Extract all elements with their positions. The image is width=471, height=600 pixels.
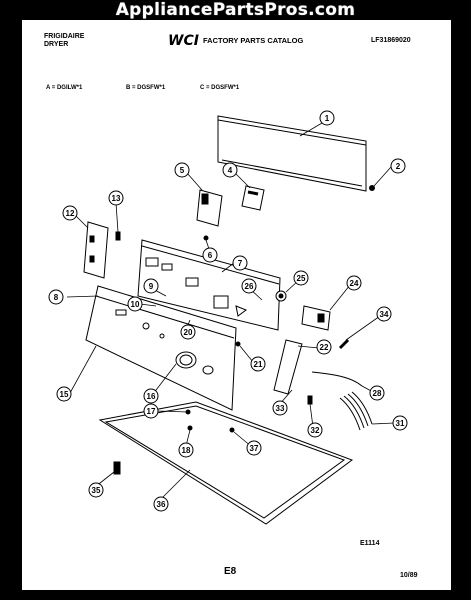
callout-circle-20 xyxy=(180,324,196,340)
revision-date: 10/89 xyxy=(400,572,418,579)
callout-label-20: 20 xyxy=(184,328,193,337)
catalog-number: LF31869020 xyxy=(371,37,411,44)
brand-line-1: FRIGIDAIRE xyxy=(44,33,85,40)
left-bracket-part xyxy=(83,221,109,279)
callout-circle-32 xyxy=(307,422,323,438)
callout-circle-9 xyxy=(143,278,159,294)
callout-circle-12 xyxy=(62,205,78,221)
callout-circle-26 xyxy=(241,278,257,294)
callout-circle-35 xyxy=(88,482,104,498)
callout-label-21: 21 xyxy=(254,360,263,369)
brand-line-2: DRYER xyxy=(44,41,69,48)
ribbon-harness-part xyxy=(339,391,373,431)
callout-label-24: 24 xyxy=(350,279,359,288)
callout-label-34: 34 xyxy=(380,310,389,319)
clip-34-part xyxy=(338,338,350,350)
right-bracket-part xyxy=(273,339,303,395)
module-part xyxy=(301,305,331,331)
callout-circle-34 xyxy=(376,306,392,322)
model-c: C = DGSFW*1 xyxy=(200,85,240,91)
callout-label-8: 8 xyxy=(54,293,59,302)
callout-circle-37 xyxy=(246,440,262,456)
callout-label-32: 32 xyxy=(311,426,320,435)
callout-circle-28 xyxy=(369,385,385,401)
callout-circle-10 xyxy=(127,296,143,312)
callout-label-2: 2 xyxy=(396,162,401,171)
callout-label-10: 10 xyxy=(131,300,140,309)
figure-code: E1114 xyxy=(360,540,380,547)
callout-label-16: 16 xyxy=(147,392,156,401)
callout-label-15: 15 xyxy=(60,390,69,399)
callout-circle-5 xyxy=(174,162,190,178)
catalog-title: FACTORY PARTS CATALOG xyxy=(203,36,304,45)
screw-6-part xyxy=(203,235,209,241)
callout-label-1: 1 xyxy=(325,114,330,123)
callout-circle-2 xyxy=(390,158,406,174)
callout-circle-31 xyxy=(392,415,408,431)
callout-label-18: 18 xyxy=(182,446,191,455)
hinge-part xyxy=(113,461,121,475)
callout-circle-6 xyxy=(202,247,218,263)
callout-circle-7 xyxy=(232,255,248,271)
callout-label-35: 35 xyxy=(92,486,101,495)
callout-circle-8 xyxy=(48,289,64,305)
callout-circle-18 xyxy=(178,442,194,458)
callout-circle-4 xyxy=(222,162,238,178)
callout-label-31: 31 xyxy=(396,419,405,428)
model-a: A = DGILW*1 xyxy=(46,85,83,91)
callout-label-17: 17 xyxy=(147,407,156,416)
clip-32-part xyxy=(307,395,313,405)
callout-circle-21 xyxy=(250,356,266,372)
timer-switch-part xyxy=(196,189,223,227)
callout-label-25: 25 xyxy=(297,274,306,283)
fasteners xyxy=(185,341,241,433)
thermostat-part xyxy=(275,290,287,302)
front-console-part xyxy=(85,285,237,411)
callout-circle-33 xyxy=(272,400,288,416)
clip-13-part xyxy=(115,231,121,241)
model-b: B = DGSFW*1 xyxy=(126,85,166,91)
callout-circle-16 xyxy=(143,388,159,404)
callout-label-22: 22 xyxy=(320,343,329,352)
top-panel-part xyxy=(98,401,354,525)
callout-label-7: 7 xyxy=(238,259,243,268)
callout-label-12: 12 xyxy=(66,209,75,218)
callout-label-13: 13 xyxy=(112,194,121,203)
callout-label-6: 6 xyxy=(208,251,213,260)
callout-label-33: 33 xyxy=(276,404,285,413)
selector-switch-part xyxy=(241,185,265,211)
wci-logo: WCI xyxy=(168,33,199,49)
callout-label-4: 4 xyxy=(228,166,233,175)
callout-circle-1 xyxy=(319,110,335,126)
wire-harness-part xyxy=(311,371,363,387)
page-number: E8 xyxy=(224,566,237,577)
callout-label-36: 36 xyxy=(157,500,166,509)
callout-circle-36 xyxy=(153,496,169,512)
callout-circle-13 xyxy=(108,190,124,206)
callout-circle-24 xyxy=(346,275,362,291)
rear-panel-part xyxy=(217,115,367,192)
callout-label-9: 9 xyxy=(149,282,154,291)
callout-label-26: 26 xyxy=(245,282,254,291)
callout-label-28: 28 xyxy=(373,389,382,398)
callout-label-37: 37 xyxy=(250,444,259,453)
callout-circle-22 xyxy=(316,339,332,355)
callout-label-5: 5 xyxy=(180,166,185,175)
screw-part xyxy=(369,185,375,191)
watermark: AppliancePartsPros.com xyxy=(115,0,356,20)
callout-circle-15 xyxy=(56,386,72,402)
callout-circle-25 xyxy=(293,270,309,286)
callout-circle-17 xyxy=(143,403,159,419)
